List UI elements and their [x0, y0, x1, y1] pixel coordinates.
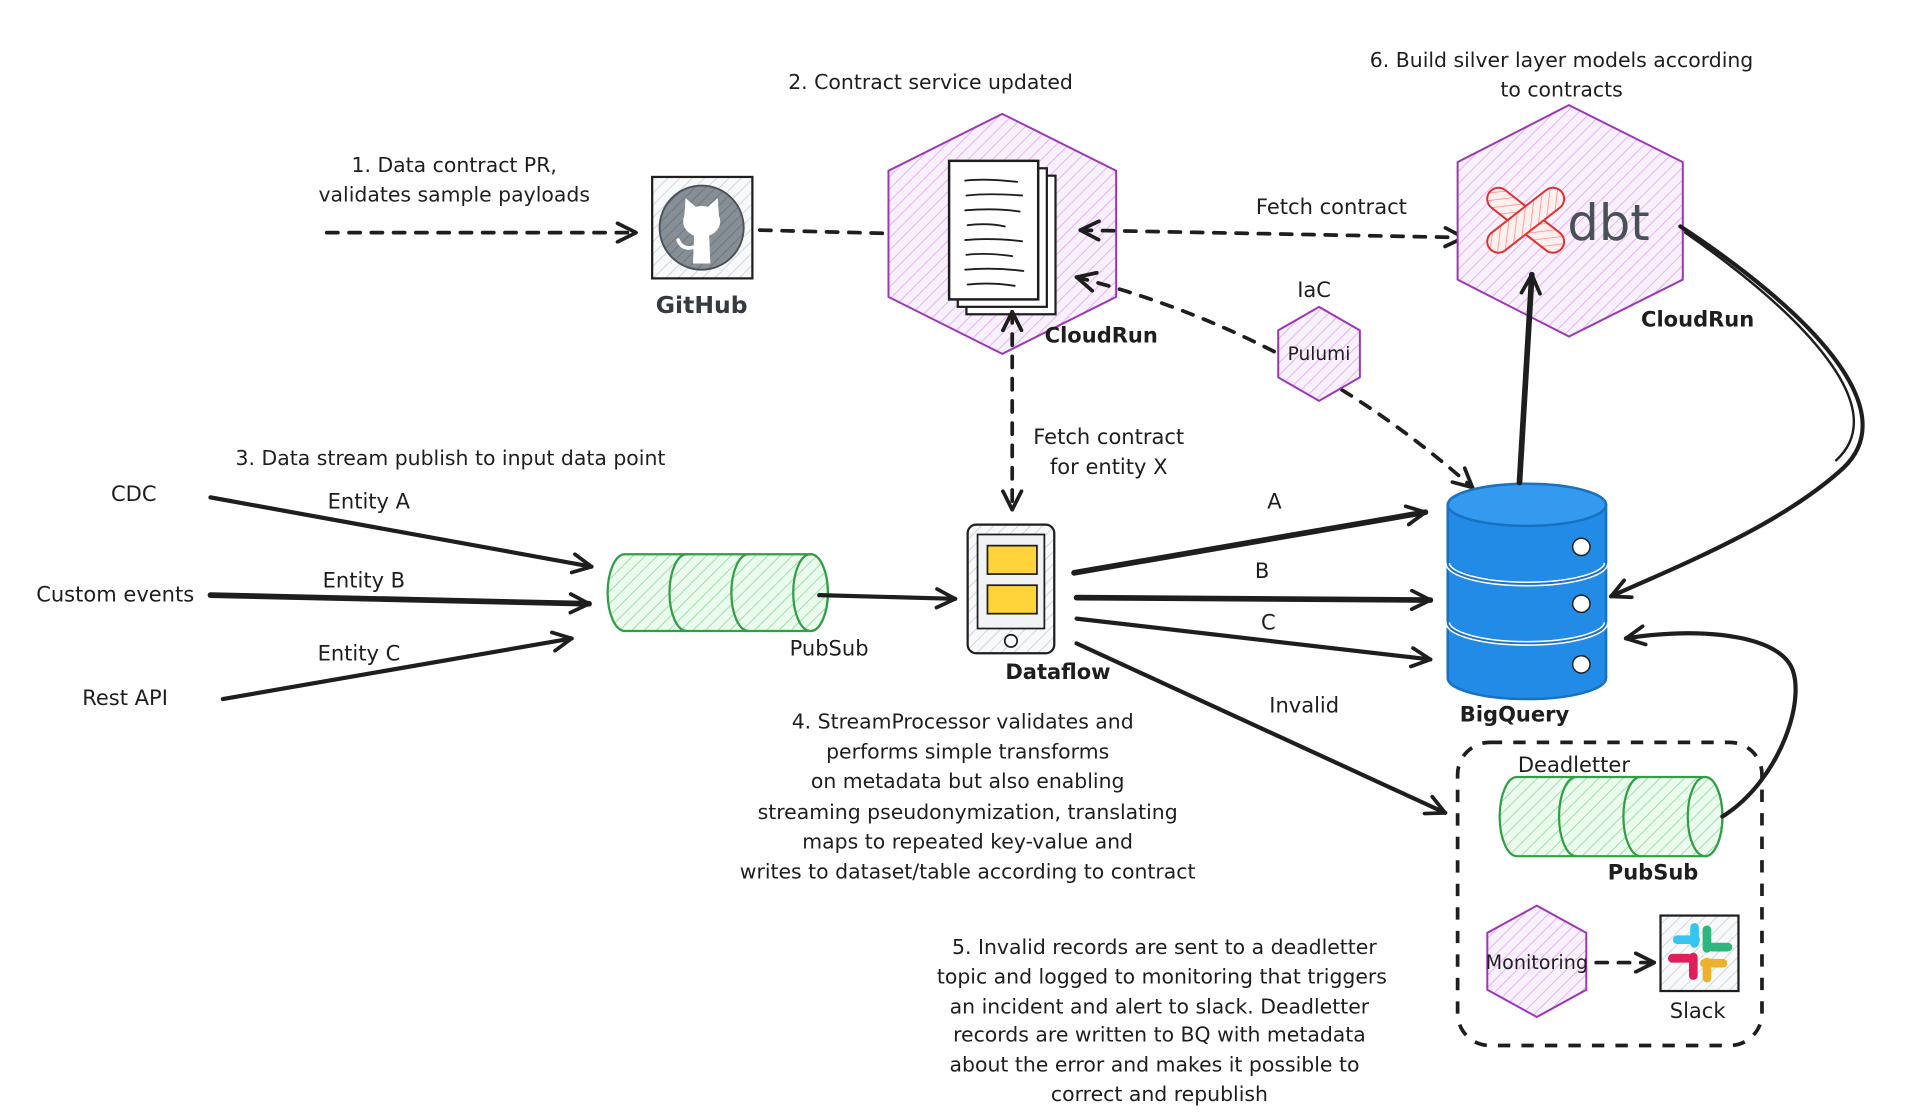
deadletter-title: Deadletter: [1518, 752, 1631, 777]
pulumi-hexagon: [1277, 305, 1361, 403]
deadletter-group: Deadletter PubSub Monitoring Sl: [1455, 740, 1764, 1048]
contract-service-host-label: CloudRun: [1045, 323, 1158, 348]
rest-api-to-pubsub-arrow: [220, 630, 574, 702]
contract-dbt-fetch-arrow: [1078, 219, 1466, 249]
step6-line: to contracts: [1500, 78, 1622, 102]
document-stack-icon: [947, 159, 1057, 316]
monitoring-label: Monitoring: [1486, 951, 1588, 974]
step1-annotation: 1. Data contract PR, validates sample pa…: [318, 153, 590, 207]
output-c-arrow: [1074, 616, 1433, 669]
step5-line: an incident and alert to slack. Deadlett…: [950, 994, 1370, 1018]
slack-box: [1659, 914, 1740, 993]
dbt-to-bigquery-sketch-stroke: [1684, 231, 1856, 462]
dbt-node: dbt CloudRun: [1456, 104, 1754, 338]
slack-label: Slack: [1670, 998, 1727, 1023]
bigquery-label: BigQuery: [1460, 701, 1570, 726]
dataflow-node: Dataflow: [966, 523, 1111, 684]
step4-line: maps to repeated key-value and: [802, 830, 1133, 854]
entity-a-label: Entity A: [328, 489, 411, 514]
step5-annotation: 5. Invalid records are sent to a deadlet…: [937, 935, 1387, 1106]
pubsub-to-dataflow-arrow: [817, 587, 958, 610]
contract-service-node: CloudRun: [887, 112, 1158, 355]
slack-icon: [1667, 922, 1733, 983]
monitoring-node: Monitoring: [1486, 904, 1588, 1019]
step4-line: writes to dataset/table according to con…: [740, 859, 1196, 883]
custom-events-to-pubsub-arrow: [207, 592, 592, 615]
iac-label: IaC: [1297, 277, 1331, 302]
bigquery-to-dbt-arrow: [1516, 271, 1542, 486]
dbt-to-bigquery-arrow: [1608, 224, 1865, 600]
step6-line: 6. Build silver layer models according: [1370, 48, 1753, 72]
deadletter-boundary: [1455, 740, 1764, 1048]
bigquery-node: BigQuery: [1445, 482, 1609, 726]
github-icon: [658, 184, 745, 271]
pubsub-label: PubSub: [790, 636, 869, 661]
output-invalid-arrow: [1074, 641, 1448, 816]
source-rest-api-label: Rest API: [82, 685, 168, 710]
step5-line: topic and logged to monitoring that trig…: [937, 965, 1387, 989]
slack-node: Slack: [1659, 914, 1740, 1023]
step2-annotation: 2. Contract service updated: [788, 70, 1073, 94]
output-b-arrow: [1073, 588, 1434, 612]
step5-line: 5. Invalid records are sent to a deadlet…: [952, 935, 1377, 959]
deadletter-pubsub-label: PubSub: [1608, 860, 1699, 885]
dataflow-label: Dataflow: [1005, 659, 1110, 684]
fetch-contract-entity-label: Fetch contract for entity X: [1033, 424, 1184, 479]
output-a-label: A: [1267, 489, 1282, 514]
step5-line: about the error and makes it possible to: [950, 1052, 1360, 1076]
step5-line: correct and republish: [1051, 1082, 1268, 1106]
cdc-to-pubsub-arrow: [208, 495, 594, 575]
step4-line: on metadata but also enabling: [811, 769, 1125, 793]
github-label: GitHub: [656, 291, 748, 319]
step1-line: 1. Data contract PR,: [352, 153, 557, 177]
output-c-label: C: [1261, 610, 1276, 635]
github-node: GitHub: [651, 175, 754, 319]
dbt-hexagon: [1456, 104, 1684, 338]
step1-line: validates sample payloads: [318, 183, 590, 207]
fetch-contract-dbt-label: Fetch contract: [1256, 194, 1407, 219]
dbt-logo-text: dbt: [1567, 194, 1649, 252]
fetch-contract-entity-line: for entity X: [1050, 454, 1168, 479]
step4-line: 4. StreamProcessor validates and: [792, 710, 1134, 734]
dbt-logo-icon: [1486, 186, 1566, 254]
entity-b-label: Entity B: [323, 568, 405, 593]
entity-c-label: Entity C: [318, 641, 401, 666]
pulumi-node: Pulumi: [1277, 305, 1361, 403]
step3-annotation: 3. Data stream publish to input data poi…: [236, 446, 666, 470]
monitoring-hexagon: [1486, 904, 1588, 1019]
deadletter-pubsub-pipe-icon: [1498, 775, 1724, 858]
source-cdc-label: CDC: [111, 481, 157, 506]
pubsub-pipe-icon: [606, 553, 829, 633]
step4-annotation: 4. StreamProcessor validates and perform…: [740, 710, 1196, 884]
mobile-device-icon: [966, 523, 1056, 655]
step6-annotation: 6. Build silver layer models according t…: [1370, 48, 1753, 102]
database-cylinder-icon: [1445, 482, 1609, 701]
output-a-arrow: [1071, 504, 1429, 576]
source-custom-events-label: Custom events: [36, 581, 194, 606]
output-b-label: B: [1255, 558, 1269, 583]
step5-line: records are written to BQ with metadata: [953, 1023, 1366, 1047]
step4-line: performs simple transforms: [826, 739, 1109, 763]
pubsub-node: PubSub: [606, 553, 869, 661]
dbt-host-label: CloudRun: [1641, 307, 1754, 332]
pulumi-label: Pulumi: [1288, 344, 1351, 365]
fetch-contract-entity-line: Fetch contract: [1033, 424, 1184, 449]
step4-line: streaming pseudonymization, translating: [758, 800, 1178, 824]
output-invalid-label: Invalid: [1269, 693, 1339, 718]
deadletter-to-bigquery-arrow: [1623, 624, 1798, 819]
